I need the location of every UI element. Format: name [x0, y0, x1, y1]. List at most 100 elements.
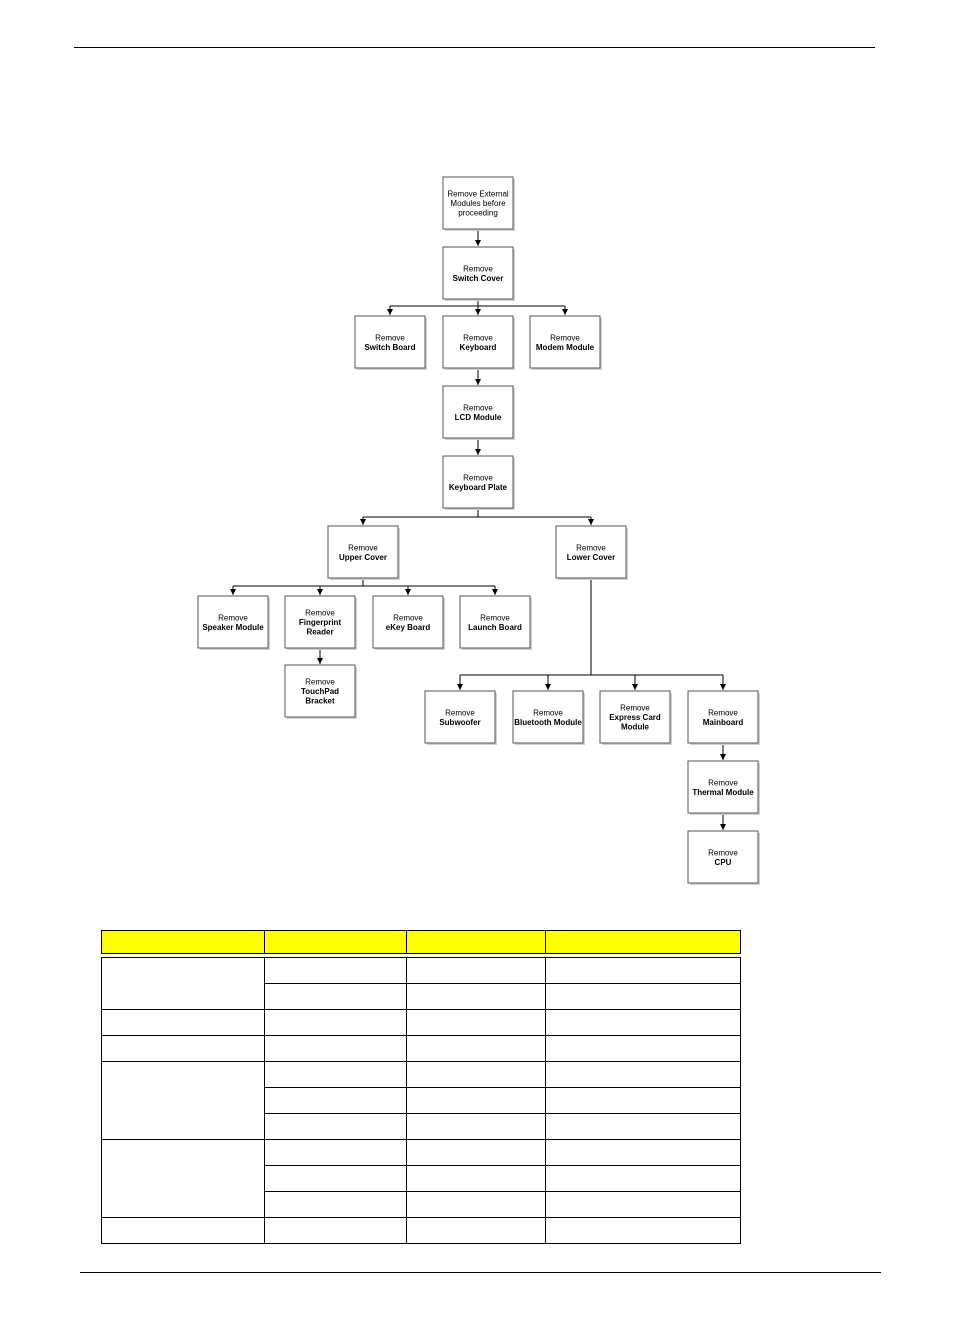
node-label-upper-cover: Upper Cover — [339, 553, 387, 562]
footer-rule — [80, 1272, 881, 1273]
table-cell — [101, 1139, 265, 1218]
node-label-lower-cover: Remove — [576, 543, 606, 552]
node-mainboard — [687, 690, 759, 744]
table-row — [101, 1061, 741, 1140]
table-cell — [264, 957, 407, 984]
node-label-switch-cover: Switch Cover — [453, 274, 504, 283]
node-ekey-board — [372, 595, 444, 649]
node-label-cpu: CPU — [715, 858, 732, 867]
node-keyboard — [442, 315, 514, 369]
table-cell — [545, 1009, 741, 1036]
table-row — [101, 957, 741, 1010]
table-cell — [264, 1113, 407, 1140]
arrow-head — [457, 684, 463, 690]
node-label-fingerprint-reader: Reader — [306, 628, 333, 637]
table-cell — [545, 1113, 741, 1140]
node-label-subwoofer: Remove — [445, 708, 475, 717]
node-speaker-module — [197, 595, 269, 649]
node-express-card-module — [599, 690, 671, 744]
table-cell — [406, 1061, 546, 1088]
node-label-ekey-board: eKey Board — [386, 623, 431, 632]
node-label-switch-cover: Remove — [463, 264, 493, 273]
table-cell — [101, 957, 265, 1010]
table-cell — [545, 1139, 741, 1166]
arrow-head — [475, 309, 481, 315]
arrow-head — [545, 684, 551, 690]
table-cell — [264, 1061, 407, 1088]
arrow-head — [230, 589, 236, 595]
node-label-bluetooth-module: Bluetooth Module — [514, 718, 582, 727]
arrow-head — [720, 754, 726, 760]
node-label-switch-board: Switch Board — [364, 343, 415, 352]
node-label-speaker-module: Remove — [218, 613, 248, 622]
arrow-head — [475, 379, 481, 385]
node-label-fingerprint-reader: Fingerprint — [299, 618, 342, 627]
arrow-head — [562, 309, 568, 315]
node-label-bluetooth-module: Remove — [533, 708, 563, 717]
header-cell-4 — [545, 930, 741, 954]
table-cell — [264, 1009, 407, 1036]
arrow-head — [317, 589, 323, 595]
table-cell — [264, 1139, 407, 1166]
table-cell — [406, 1087, 546, 1114]
table-cell — [406, 1165, 546, 1192]
node-label-keyboard: Remove — [463, 333, 493, 342]
table-cell — [101, 1035, 265, 1062]
node-touchpad-bracket — [284, 664, 356, 718]
arrow-head — [632, 684, 638, 690]
table-cell — [545, 1087, 741, 1114]
node-label-ekey-board: Remove — [393, 613, 423, 622]
arrow-head — [475, 240, 481, 246]
node-label-speaker-module: Speaker Module — [202, 623, 264, 632]
table-cell — [406, 983, 546, 1010]
node-label-lower-cover: Lower Cover — [567, 553, 615, 562]
node-label-modem-module: Modem Module — [536, 343, 595, 352]
node-lcd-module — [442, 385, 514, 439]
node-modem-module — [529, 315, 601, 369]
node-label-subwoofer: Subwoofer — [439, 718, 480, 727]
table-cell — [101, 1009, 265, 1036]
node-label-external: proceeding — [458, 209, 498, 218]
table-row — [101, 1009, 741, 1036]
node-label-touchpad-bracket: Remove — [305, 678, 335, 687]
node-label-mainboard: Mainboard — [703, 718, 744, 727]
node-label-launch-board: Launch Board — [468, 623, 522, 632]
table-cell — [264, 983, 407, 1010]
node-label-thermal-module: Remove — [708, 778, 738, 787]
node-external — [442, 176, 514, 230]
node-label-fingerprint-reader: Remove — [305, 609, 335, 618]
table-row — [102, 1113, 741, 1140]
node-label-mainboard: Remove — [708, 708, 738, 717]
node-label-keyboard: Keyboard — [460, 343, 497, 352]
table-cell — [101, 1061, 265, 1140]
node-upper-cover — [327, 525, 399, 579]
arrow-head — [405, 589, 411, 595]
table-row — [101, 1035, 741, 1062]
node-switch-cover — [442, 246, 514, 300]
node-fingerprint-reader — [284, 595, 356, 649]
node-bluetooth-module — [512, 690, 584, 744]
table-cell — [545, 1217, 741, 1244]
arrow-head — [387, 309, 393, 315]
table-cell — [406, 1191, 546, 1218]
table-cell — [545, 1061, 741, 1088]
node-cpu — [687, 830, 759, 884]
table-cell — [406, 1139, 546, 1166]
header-cell-1 — [101, 930, 265, 954]
arrow-head — [360, 519, 366, 525]
header-rule — [74, 47, 875, 48]
header-cell-3 — [406, 930, 546, 954]
table-cell — [545, 983, 741, 1010]
arrow-head — [475, 449, 481, 455]
table-cell — [406, 957, 546, 984]
node-label-external: Remove External — [447, 190, 509, 199]
table-row — [101, 1139, 741, 1218]
node-label-touchpad-bracket: Bracket — [305, 697, 335, 706]
node-label-launch-board: Remove — [480, 613, 510, 622]
table-header-row — [101, 930, 741, 954]
table-cell — [545, 1035, 741, 1062]
screw-list-table — [101, 930, 741, 1244]
table-row — [102, 1191, 741, 1218]
table-cell — [406, 1009, 546, 1036]
